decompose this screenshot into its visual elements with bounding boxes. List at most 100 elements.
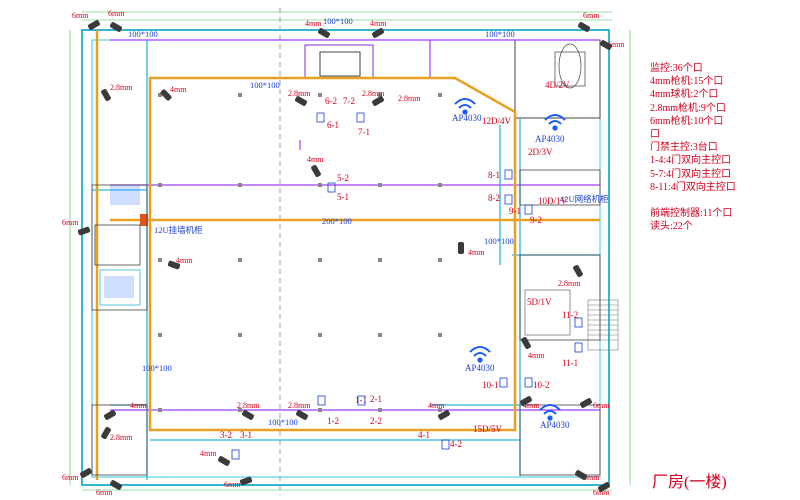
door-controller-label: 8-2 <box>488 193 500 203</box>
camera-icon <box>311 165 321 177</box>
panel-label-2: 2D/3V <box>528 147 553 157</box>
camera-label: 2.8mm <box>110 83 133 92</box>
stairs-right <box>587 299 619 351</box>
door-controller-label: 7-1 <box>358 127 370 137</box>
right-rooms <box>519 169 601 476</box>
legend-item: 4mm球机:2个口 <box>650 89 719 101</box>
camera-icon <box>458 242 464 254</box>
door-controller-label: 1-2 <box>327 416 339 426</box>
camera-label: 2.8mm <box>398 94 421 103</box>
camera-icon <box>573 265 583 277</box>
dimension-lines <box>69 11 631 491</box>
ap-label-2: AP4030 <box>535 134 565 144</box>
door-controller-label: 3-2 <box>220 430 232 440</box>
floor-title: 厂房(一楼) <box>652 474 727 491</box>
duct-label-inner-top: 100*100 <box>250 80 280 90</box>
cabinet-left-box <box>140 214 148 226</box>
door-controller-label: 9-1 <box>509 206 521 216</box>
door-controller-label: 2-1 <box>370 394 382 404</box>
camera-label: 2.8mm <box>558 279 581 288</box>
camera-label: 6mm <box>608 40 625 49</box>
camera-icon <box>242 410 254 420</box>
legend-item: 5-7:4门双向主控口 <box>650 168 732 180</box>
camera-icon <box>296 410 308 420</box>
camera-icon <box>88 20 100 30</box>
device-boxes <box>231 112 583 460</box>
camera-icon <box>110 22 122 32</box>
camera-label: 4mm <box>370 19 387 28</box>
camera-label: 4mm <box>176 256 193 265</box>
panel-label-3: 10D/1V <box>538 196 568 206</box>
camera-icon <box>600 40 612 50</box>
camera-icon <box>101 427 111 439</box>
camera-icon <box>80 468 92 478</box>
camera-icon <box>580 398 592 408</box>
legend-item: 6mm枪机:10个口 <box>650 115 724 127</box>
legend-item: 2.8mm枪机:9个口 <box>650 102 726 114</box>
camera-label: 2.8mm <box>237 401 260 410</box>
duct-label-right-mid: 100*100 <box>484 236 514 246</box>
camera-icon <box>372 28 384 38</box>
legend-spacer <box>650 194 798 207</box>
camera-label: 6mm <box>62 218 79 227</box>
duct-label-center: 200*100 <box>322 216 352 226</box>
camera-label: 6mm <box>96 488 113 497</box>
camera-icon <box>578 22 590 32</box>
legend-item: 4mm枪机:15个口 <box>650 76 724 88</box>
door-controller-label: 10-2 <box>533 380 550 390</box>
door-controller-label: 11-1 <box>562 358 578 368</box>
door-controller-label: 10-1 <box>482 380 499 390</box>
door-controller-label: 7-2 <box>343 96 355 106</box>
wifi-icon <box>469 346 491 363</box>
camera-icon <box>318 28 330 38</box>
camera-label: 6mm <box>62 473 79 482</box>
panel-label-1: 4D/2V <box>545 80 570 90</box>
camera-icon <box>167 260 181 270</box>
legend-item: 口 <box>650 129 660 141</box>
camera-label: 4mm <box>307 155 324 164</box>
camera-label: 6mm <box>72 11 89 20</box>
camera-label: 4mm <box>523 401 540 410</box>
door-controller-label: 4-2 <box>450 439 462 449</box>
camera-label: 4mm <box>170 85 187 94</box>
door-controller-label: 3-1 <box>240 430 252 440</box>
legend-item: 门禁主控:3台口 <box>650 142 718 154</box>
conference-table <box>558 43 582 89</box>
camera-label: 6mm <box>593 488 610 497</box>
panel-label-4: 5D/1V <box>527 297 552 307</box>
wifi-icon <box>454 98 476 115</box>
camera-icon <box>110 480 122 490</box>
cabinet-left-label: 12U挂墙机柜 <box>154 225 203 235</box>
legend-item: 1-4:4门双向主控口 <box>650 155 732 167</box>
camera-icon <box>239 476 253 486</box>
camera-icon <box>520 396 532 406</box>
door-controller-label: 9-2 <box>530 215 542 225</box>
camera-label: 2.8mm <box>288 401 311 410</box>
camera-label: 4mm <box>130 401 147 410</box>
left-room-shading <box>104 185 140 298</box>
purple-lines <box>110 39 600 411</box>
camera-label: 6mm <box>108 9 125 18</box>
panel-label-5: 15D/5V <box>473 424 503 434</box>
camera-label: 6mm <box>593 401 610 410</box>
duct-label-top-left: 100*100 <box>128 29 158 39</box>
camera-icon <box>598 482 610 492</box>
camera-label: 6mm <box>224 480 241 489</box>
structural-columns <box>158 93 442 412</box>
door-controller-label: 6-1 <box>327 120 339 130</box>
camera-label: 2.8mm <box>288 89 311 98</box>
interior-walls <box>92 40 600 480</box>
camera-icon <box>438 410 450 420</box>
camera-icon <box>77 226 91 236</box>
camera-label: 4mm <box>305 19 322 28</box>
door-controller-label: 11-2 <box>562 310 578 320</box>
door-controller-label: 8-1 <box>488 170 500 180</box>
camera-icon <box>372 96 384 106</box>
door-controller-label: 1-1 <box>355 395 367 405</box>
camera-icon <box>218 456 230 466</box>
ap-sub-1: 12D/4V <box>482 116 512 126</box>
duct-label-bottom: 100*100 <box>268 417 298 427</box>
camera-label: 2.8mm <box>362 89 385 98</box>
camera-label: 4mm <box>428 401 445 410</box>
